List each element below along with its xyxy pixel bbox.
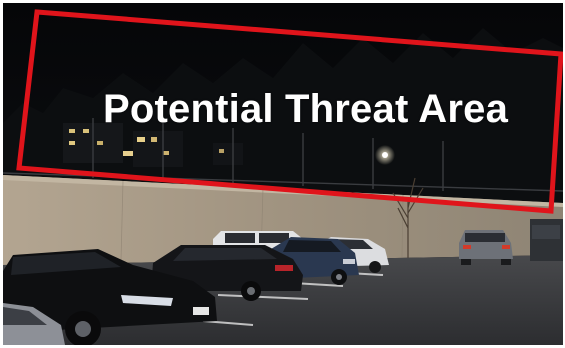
suv-right [459,230,513,265]
threat-area-outline [16,9,563,214]
black-sedan-front [3,249,217,345]
silver-car-corner [3,303,65,345]
threat-area-box [16,9,563,214]
fence [3,118,563,192]
parking-lot-photo: Potential Threat Area [3,3,563,345]
threat-area-label: Potential Threat Area [103,87,509,131]
night-scene [3,3,563,345]
trailer [530,219,563,261]
